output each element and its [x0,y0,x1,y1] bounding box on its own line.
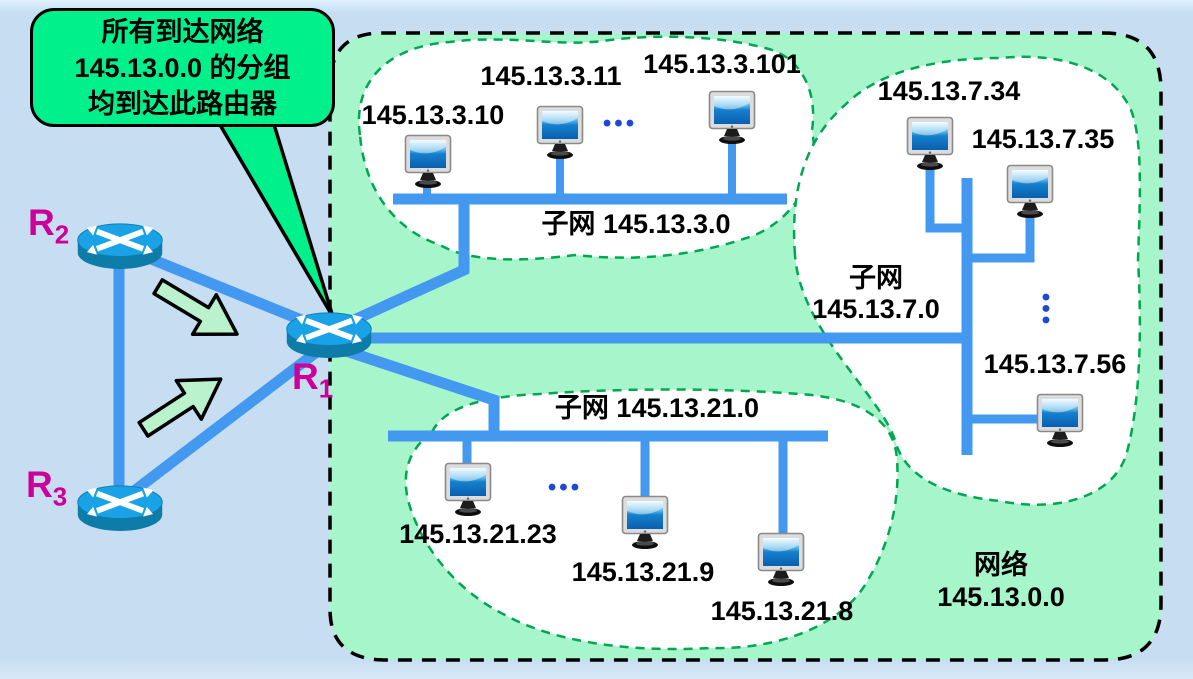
router-icon [286,312,372,358]
computer-icon [757,532,805,586]
computer-icon [1006,164,1054,218]
subnet-right-label-line2: 145.13.7.0 [812,294,940,324]
subnet-bottom-label: 子网 145.13.21.0 [554,393,760,423]
host-145-13-7-56 [1036,393,1084,449]
router-r3 [72,476,168,536]
host-label-7-34: 145.13.7.34 [877,76,1021,106]
link-r3-r1 [117,336,335,506]
host-label-3-11: 145.13.3.11 [480,61,622,91]
host-label-21-8: 145.13.21.8 [710,596,854,626]
computer-icon [1036,393,1084,447]
host-label-21-23: 145.13.21.23 [399,519,557,549]
computer-icon [404,134,452,188]
host-label-7-35: 145.13.7.35 [971,124,1115,154]
network-label-line1: 网络 [974,550,1028,580]
router-r1-sub: 1 [318,373,334,404]
host-label-3-101: 145.13.3.101 [643,49,801,79]
ellipsis-top-subnet: ••• [602,110,638,137]
link-r1-subnet-bottom [332,341,500,441]
host-145-13-3-10 [404,134,452,190]
computer-icon [621,495,669,549]
arrow-r2-to-r1 [152,278,239,336]
host-145-13-21-9 [621,495,669,551]
subnet-right-label-line1: 子网 [849,263,903,293]
callout-bubble: 所有到达网络 145.13.0.0 的分组 均到达此路由器 [30,8,335,127]
ellipsis-right-subnet: ••• [1032,292,1059,328]
drop-host-7-34 [925,165,963,233]
router-icon [77,223,163,269]
computer-icon [444,462,492,516]
computer-icon [536,105,584,159]
ellipsis-bottom-subnet: ••• [547,474,583,501]
host-145-13-3-11 [536,105,584,161]
router-r2 [72,214,168,274]
network-label-line2: 145.13.0.0 [937,582,1065,612]
router-r1-label: R1 [292,356,334,404]
router-r2-label: R2 [28,202,70,250]
callout-line3: 均到达此路由器 [88,88,277,119]
router-icon [77,485,163,531]
router-r3-sub: 3 [52,481,68,512]
subnet-top-label: 子网 145.13.3.0 [541,209,731,239]
host-145-13-21-8 [757,532,805,588]
callout-line2: 145.13.0.0 的分组 [74,52,291,83]
arrow-r3-to-r1 [137,377,223,438]
computer-icon [906,116,954,170]
host-label-21-9: 145.13.21.9 [571,557,715,587]
host-145-13-3-101 [708,90,756,146]
host-label-7-56: 145.13.7.56 [983,349,1127,379]
computer-icon [708,90,756,144]
link-r1-subnet-top [329,196,470,336]
host-145-13-7-35 [1006,164,1054,220]
host-145-13-21-23 [444,462,492,518]
host-label-3-10: 145.13.3.10 [361,100,505,130]
drop-host-7-35 [969,212,1035,263]
router-r1 [281,303,377,363]
router-r2-sub: 2 [54,219,70,250]
callout-line1: 所有到达网络 [101,16,264,47]
host-145-13-7-34 [906,116,954,172]
router-r3-label: R3 [26,464,68,512]
